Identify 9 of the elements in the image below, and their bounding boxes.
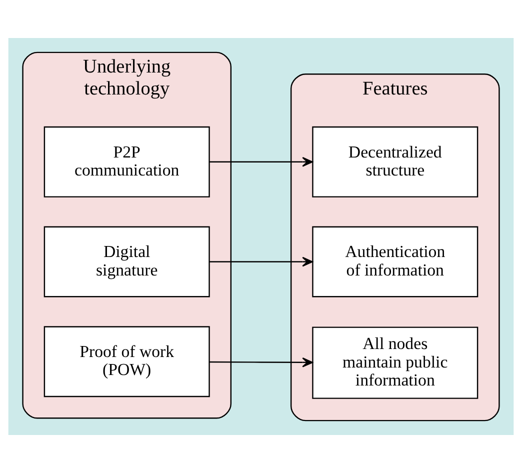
node-box: Proof of work (POW) xyxy=(44,326,210,397)
node-box: P2P communication xyxy=(44,126,210,197)
node-box: Authentication of information xyxy=(312,226,478,297)
node-box: All nodes maintain public information xyxy=(312,326,478,398)
arrow xyxy=(209,156,313,166)
node-box: Decentralized structure xyxy=(312,126,478,197)
arrow xyxy=(209,356,313,367)
arrow xyxy=(209,256,313,266)
node-box: Digital signature xyxy=(44,226,210,297)
